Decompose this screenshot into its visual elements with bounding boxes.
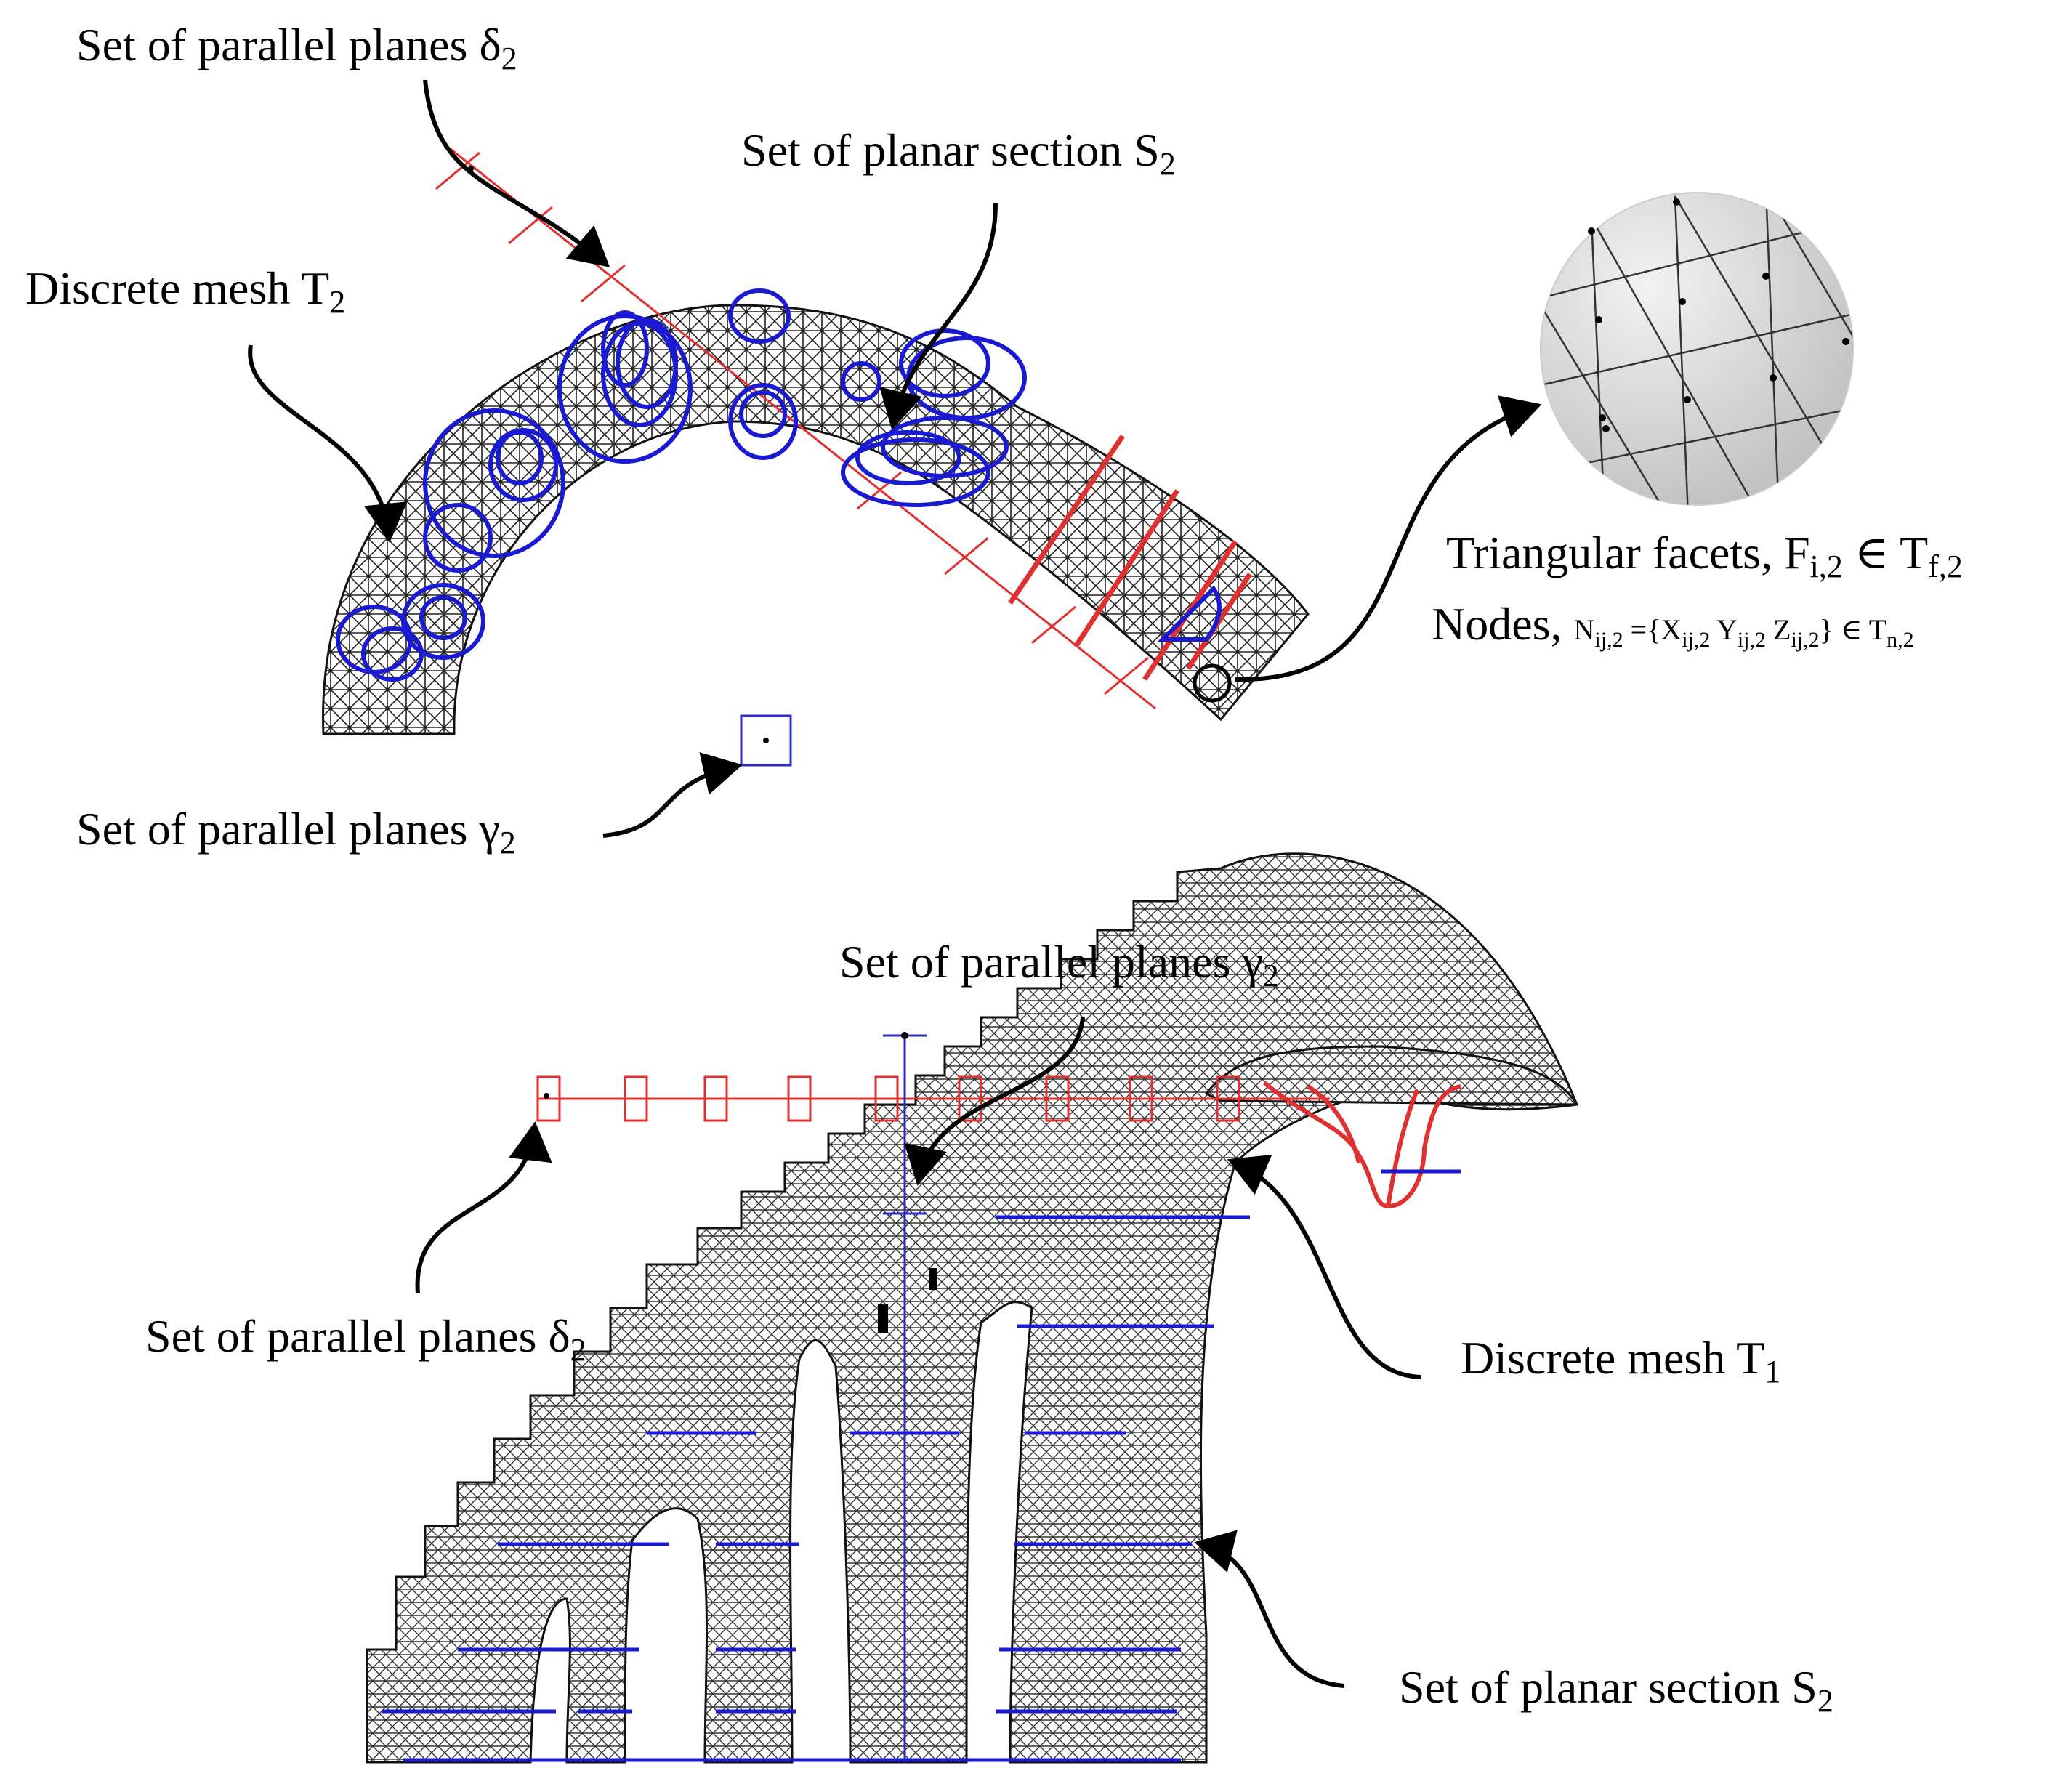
top-arrows bbox=[248, 79, 1542, 838]
bottom-red-curves bbox=[1263, 1081, 1461, 1209]
bottom-mesh-top-plate bbox=[1204, 1045, 1579, 1106]
label-facets: Triangular facets, Fi,2 ∈ Tf,2 bbox=[1446, 527, 1963, 584]
top-panel bbox=[248, 79, 1854, 838]
label-bottom-delta: Set of parallel planes δ2 bbox=[145, 1310, 586, 1368]
label-bottom-gamma: Set of parallel planes γ2 bbox=[839, 936, 1279, 993]
bottom-arrows bbox=[415, 1017, 1421, 1688]
label-top-section: Set of planar section S2 bbox=[741, 124, 1176, 182]
label-top-mesh: Discrete mesh T2 bbox=[25, 262, 345, 320]
top-mesh-arc bbox=[322, 304, 1310, 735]
bottom-gamma-planes bbox=[536, 1075, 1330, 1122]
bottom-mesh-outline bbox=[366, 852, 1579, 1764]
label-bottom-section: Set of planar section S2 bbox=[1399, 1661, 1833, 1719]
text-labels: Set of parallel planes δ2 Set of planar … bbox=[25, 19, 1963, 1719]
top-zoom-marker bbox=[1193, 663, 1232, 703]
label-top-gamma: Set of parallel planes γ2 bbox=[76, 803, 516, 860]
label-top-delta: Set of parallel planes δ2 bbox=[76, 19, 517, 76]
label-bottom-mesh: Discrete mesh T1 bbox=[1461, 1332, 1780, 1389]
zoom-facets bbox=[1540, 192, 1854, 506]
bottom-panel bbox=[366, 852, 1579, 1764]
top-gamma-square bbox=[740, 714, 792, 767]
label-nodes: Nodes, Nij,2 ={Xij,2 Yij,2 Zij,2} ∈ Tn,2 bbox=[1432, 598, 1914, 652]
bottom-blue-sections bbox=[382, 1169, 1461, 1762]
